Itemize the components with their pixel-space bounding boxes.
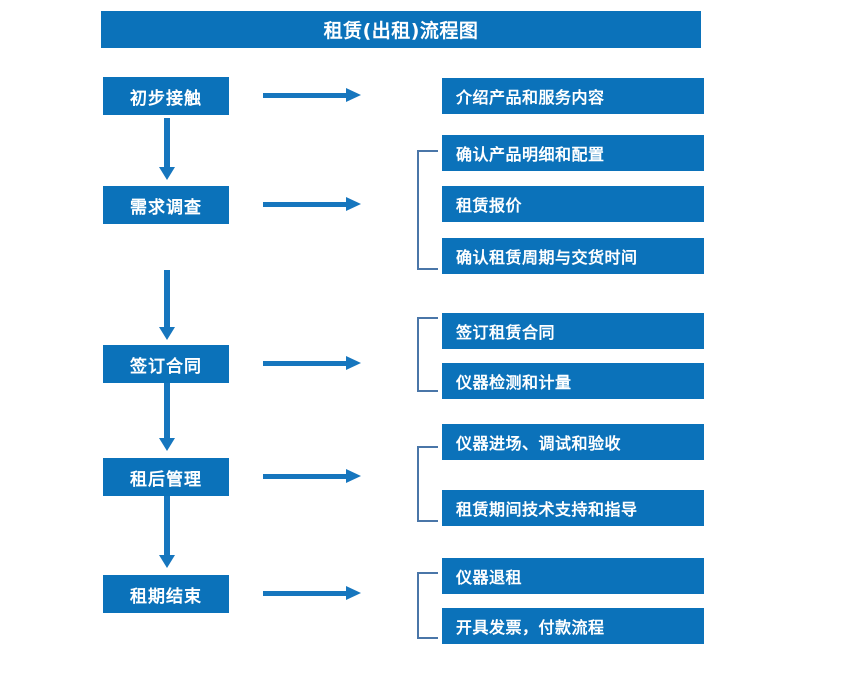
stage-box-3[interactable]: 签订合同 [103,345,229,383]
arrow-shaft [263,474,348,479]
arrow-head [159,327,175,340]
arrow-shaft [263,591,348,596]
arrow-shaft [263,202,348,207]
detail-box-3-2[interactable]: 仪器检测和计量 [442,363,704,399]
detail-box-1-1[interactable]: 介绍产品和服务内容 [442,78,704,114]
arrow-head [159,167,175,180]
stage-box-4[interactable]: 租后管理 [103,458,229,496]
detail-box-4-1[interactable]: 仪器进场、调试和验收 [442,424,704,460]
detail-box-2-2[interactable]: 租赁报价 [442,186,704,222]
detail-box-5-1[interactable]: 仪器退租 [442,558,704,594]
arrow-shaft [164,270,170,327]
flow-arrow-down-4 [159,496,175,568]
flow-arrow-right-4 [263,468,363,484]
arrow-head [346,586,361,600]
arrow-head [346,88,361,102]
detail-box-2-3[interactable]: 确认租赁周期与交货时间 [442,238,704,274]
arrow-shaft [263,93,348,98]
detail-box-2-1[interactable]: 确认产品明细和配置 [442,135,704,171]
detail-box-5-2[interactable]: 开具发票，付款流程 [442,608,704,644]
arrow-head [346,469,361,483]
group-bracket-3 [417,317,438,392]
flow-arrow-right-1 [263,87,363,103]
flow-arrow-right-5 [263,585,363,601]
stage-box-5[interactable]: 租期结束 [103,575,229,613]
detail-box-4-2[interactable]: 租赁期间技术支持和指导 [442,490,704,526]
detail-box-3-1[interactable]: 签订租赁合同 [442,313,704,349]
flow-arrow-right-2 [263,196,363,212]
arrow-head [346,197,361,211]
arrow-shaft [164,496,170,555]
arrow-head [346,356,361,370]
arrow-head [159,555,175,568]
group-bracket-5 [417,572,438,639]
arrow-head [159,438,175,451]
flow-arrow-down-2 [159,270,175,340]
arrow-shaft [263,361,348,366]
arrow-shaft [164,118,170,167]
arrow-shaft [164,383,170,438]
flow-arrow-down-3 [159,383,175,451]
stage-box-2[interactable]: 需求调查 [103,186,229,224]
diagram-title: 租赁(出租)流程图 [101,11,701,48]
flow-arrow-right-3 [263,355,363,371]
stage-box-1[interactable]: 初步接触 [103,77,229,115]
flow-arrow-down-1 [159,118,175,180]
group-bracket-4 [417,446,438,522]
group-bracket-2 [417,150,438,270]
